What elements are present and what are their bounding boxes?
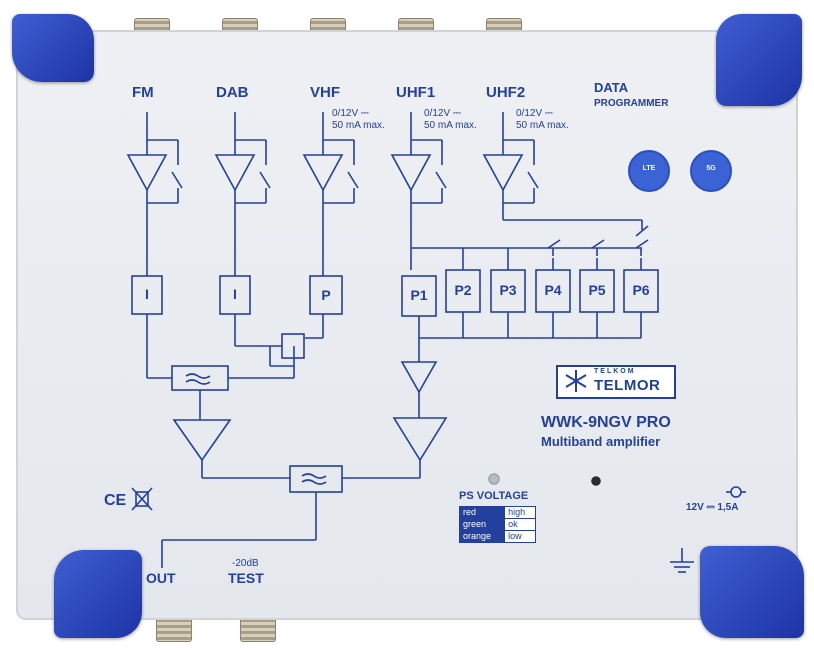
label-test: TEST [228,570,264,586]
ps-color-red: red [458,506,506,519]
uhf1-voltage-line1: 0/12V ⎓ [424,108,461,119]
lte-badge-icon: LTE [628,150,670,192]
label-data: DATA [594,80,629,95]
vhf-voltage-line2: 50 mA max. [332,120,385,131]
label-fm: FM [132,84,154,101]
p6-label: P6 [632,282,650,298]
diplexer-filter-upper [171,365,229,391]
dab-chain [214,112,282,347]
label-vhf: VHF [310,84,340,101]
label-programmer: PROGRAMMER [594,98,669,109]
combiner-box [281,333,305,359]
p4-label: P4 [544,282,562,298]
label-dab: DAB [216,84,249,101]
uhf1-voltage-line2: 50 mA max. [424,120,477,131]
model-subtitle: Multiband amplifier [541,434,661,449]
brand-text: TELMOR [594,377,661,394]
power-rating: 12V ⎓ 1,5A [686,502,739,513]
model-name: WWK-9NGV PRO [541,414,671,431]
fm-input-block-label: I [145,286,149,302]
ps-color-green: green [458,518,506,531]
weee-bin-icon [131,487,153,511]
ce-mark-icon: CE [104,492,127,509]
p3-label: P3 [499,282,517,298]
corner-clip-top-right [716,14,802,106]
uhf2-voltage-line1: 0/12V ⎓ [516,108,553,119]
dc-plug-icon [726,486,746,498]
uhf2-voltage-line2: 50 mA max. [516,120,569,131]
5g-badge-icon: 5G [690,150,732,192]
programming-port-hole [591,476,601,486]
label-uhf2: UHF2 [486,84,526,101]
vhf-p-block-label: P [321,287,331,303]
uhf1-chain [390,112,642,270]
label-uhf1: UHF1 [396,84,436,101]
ps-value-high: high [504,506,536,519]
p5-label: P5 [588,282,606,298]
lte-badge-text: LTE [642,165,656,172]
uhf2-chain [482,112,649,237]
p2-label: P2 [454,282,472,298]
5g-badge-text: 5G [706,165,716,172]
ground-icon [670,548,694,573]
brand-top-text: TELKOM [594,368,636,375]
label-out: OUT [146,570,176,586]
diplexer-filter-output [289,465,343,493]
corner-clip-bottom-right [700,546,804,638]
vhf-voltage-line1: 0/12V ⎓ [332,108,369,119]
p1-label: P1 [410,287,428,303]
dab-input-block-label: I [233,286,237,302]
snowflake-logo-icon [565,370,587,392]
ps-color-orange: orange [458,530,506,543]
label-test-db: -20dB [232,558,259,569]
ps-value-low: low [504,530,536,543]
vhf-chain [302,112,359,339]
corner-clip-top-left [12,14,94,82]
ps-value-ok: ok [504,518,536,531]
led-indicator-hole [488,473,500,485]
fm-chain [126,112,183,379]
uhf-pre-amplifier [400,361,438,394]
p-boxes [401,239,659,339]
ps-voltage-title: PS VOLTAGE [459,490,529,502]
corner-clip-bottom-left [54,550,142,638]
telmor-logo: TELKOM TELMOR [556,365,676,399]
uhf-amplifier [392,417,448,462]
